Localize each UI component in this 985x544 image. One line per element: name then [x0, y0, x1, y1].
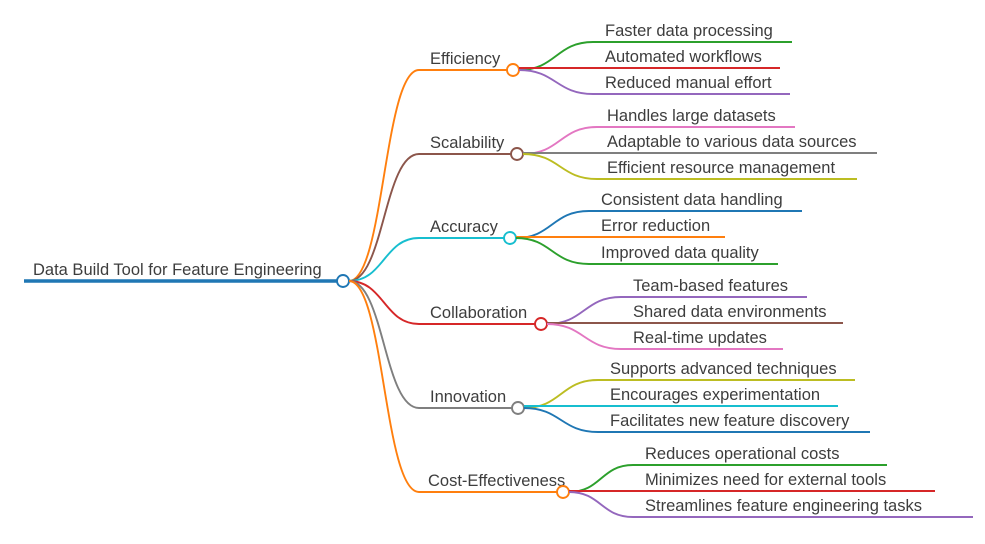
- root-label: Data Build Tool for Feature Engineering: [33, 261, 322, 279]
- leaf-label: Handles large datasets: [607, 107, 776, 125]
- branch-accuracy: Accuracy Consistent data handling Error …: [419, 191, 802, 265]
- leaf-label: Real-time updates: [633, 329, 767, 347]
- link-cost-effectiveness-leaf-2: [568, 491, 634, 518]
- branch-toggle-efficiency[interactable]: [506, 63, 520, 77]
- branch-label-scalability: Scalability: [430, 134, 505, 152]
- leaf-label: Faster data processing: [605, 22, 773, 40]
- link-scalability-leaf-2: [522, 153, 598, 180]
- link-innovation-leaf-0: [523, 379, 599, 409]
- link-root-collaboration: [348, 280, 420, 325]
- branch-label-collaboration: Collaboration: [430, 304, 527, 322]
- leaf-label: Reduces operational costs: [645, 445, 839, 463]
- leaf-label: Supports advanced techniques: [610, 360, 837, 378]
- branch-toggle-collaboration[interactable]: [534, 317, 548, 331]
- leaf-label: Streamlines feature engineering tasks: [645, 497, 922, 515]
- link-accuracy-leaf-0: [515, 210, 590, 239]
- branch-label-accuracy: Accuracy: [430, 218, 499, 236]
- branch-scalability: Scalability Handles large datasets Adapt…: [419, 107, 877, 180]
- link-root-innovation: [348, 280, 420, 409]
- leaf-label: Shared data environments: [633, 303, 827, 321]
- branch-label-cost-effectiveness: Cost-Effectiveness: [428, 472, 565, 490]
- link-innovation-leaf-2: [523, 407, 599, 433]
- branch-toggle-scalability[interactable]: [510, 147, 524, 161]
- branch-toggle-accuracy[interactable]: [503, 231, 517, 245]
- leaf-label: Reduced manual effort: [605, 74, 772, 92]
- link-accuracy-leaf-2: [515, 237, 590, 265]
- leaf-label: Adaptable to various data sources: [607, 133, 857, 151]
- link-cost-effectiveness-leaf-0: [568, 464, 634, 493]
- leaf-label: Facilitates new feature discovery: [610, 412, 850, 430]
- link-scalability-leaf-0: [522, 126, 598, 155]
- link-collaboration-leaf-2: [546, 323, 622, 350]
- link-root-efficiency: [348, 69, 420, 282]
- leaf-label: Error reduction: [601, 217, 710, 235]
- link-efficiency-leaf-0: [518, 41, 594, 71]
- branch-label-efficiency: Efficiency: [430, 50, 501, 68]
- branch-toggle-innovation[interactable]: [511, 401, 525, 415]
- leaf-label: Encourages experimentation: [610, 386, 820, 404]
- branch-efficiency: Efficiency Faster data processing Automa…: [419, 22, 792, 95]
- link-root-scalability: [348, 153, 420, 282]
- leaf-label: Improved data quality: [601, 244, 760, 262]
- link-efficiency-leaf-2: [518, 69, 594, 95]
- leaf-label: Automated workflows: [605, 48, 762, 66]
- link-root-accuracy: [348, 237, 420, 282]
- link-collaboration-leaf-0: [546, 296, 622, 325]
- node-root: Data Build Tool for Feature Engineering: [24, 261, 350, 288]
- branch-label-innovation: Innovation: [430, 388, 506, 406]
- leaf-label: Consistent data handling: [601, 191, 783, 209]
- leaf-label: Minimizes need for external tools: [645, 471, 886, 489]
- leaf-label: Team-based features: [633, 277, 788, 295]
- root-toggle-circle[interactable]: [336, 274, 350, 288]
- leaf-label: Efficient resource management: [607, 159, 835, 177]
- branch-cost-effectiveness: Cost-Effectiveness Reduces operational c…: [419, 445, 973, 518]
- branch-toggle-cost-effectiveness[interactable]: [556, 485, 570, 499]
- branch-innovation: Innovation Supports advanced techniques …: [419, 360, 870, 433]
- branch-collaboration: Collaboration Team-based features Shared…: [419, 277, 843, 350]
- link-root-cost-effectiveness: [348, 280, 420, 493]
